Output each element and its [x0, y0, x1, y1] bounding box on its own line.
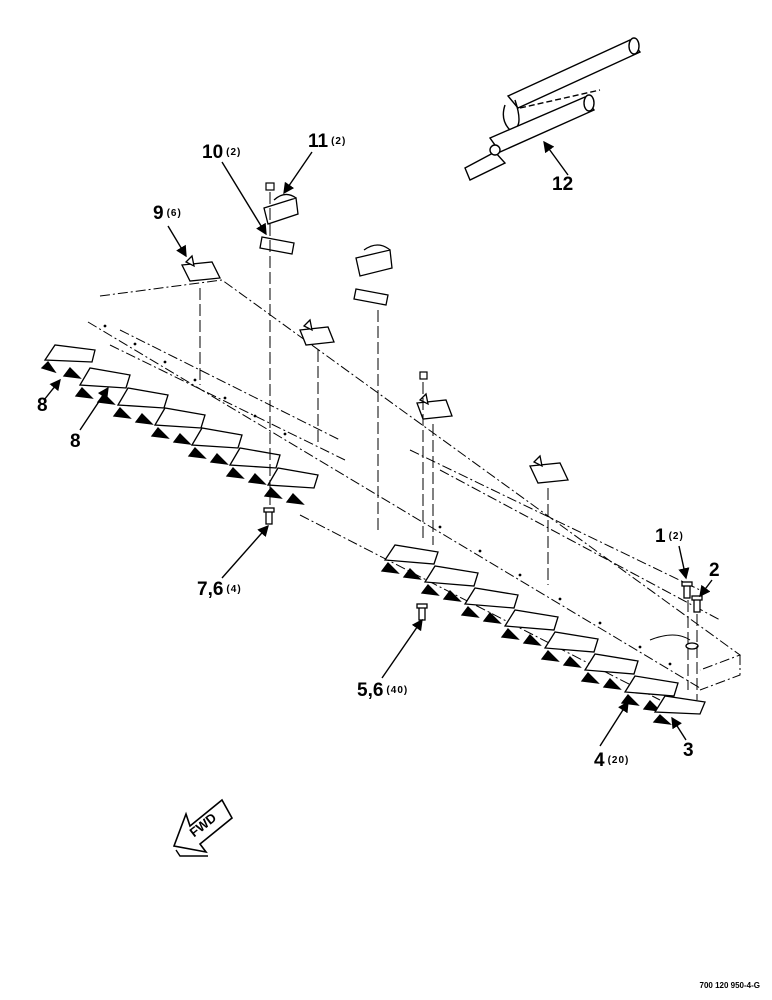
figure-reference: 700 120 950-4-G	[700, 981, 761, 990]
callout-8-upper: 8	[37, 395, 48, 416]
tube-assembly	[464, 37, 642, 181]
callout-8-lower: 8	[70, 431, 81, 452]
bar-end-curve	[649, 634, 691, 641]
small-nuts	[265, 182, 428, 380]
knife-sections-right	[380, 544, 706, 725]
callout-10: 10(2)	[202, 142, 241, 163]
callout-5-6: 5,6(40)	[357, 680, 408, 701]
bolts	[263, 507, 703, 650]
wear-plate-pairs	[259, 193, 393, 306]
bar-holes	[103, 324, 672, 666]
callout-12: 12	[552, 174, 573, 195]
fwd-direction-arrow: FWD	[172, 798, 234, 857]
callout-1: 1(2)	[655, 526, 684, 547]
holddown-clips	[180, 254, 569, 484]
callout-9: 9(6)	[153, 203, 182, 224]
leader-lines	[43, 140, 713, 747]
assembly-centerlines	[199, 192, 698, 700]
callout-4: 4(20)	[594, 750, 629, 771]
callout-3: 3	[683, 740, 694, 761]
callout-11: 11(2)	[308, 131, 346, 152]
cutter-bar-outline	[87, 279, 742, 701]
callout-7-6: 7,6(4)	[197, 579, 242, 600]
callout-2: 2	[709, 560, 720, 581]
